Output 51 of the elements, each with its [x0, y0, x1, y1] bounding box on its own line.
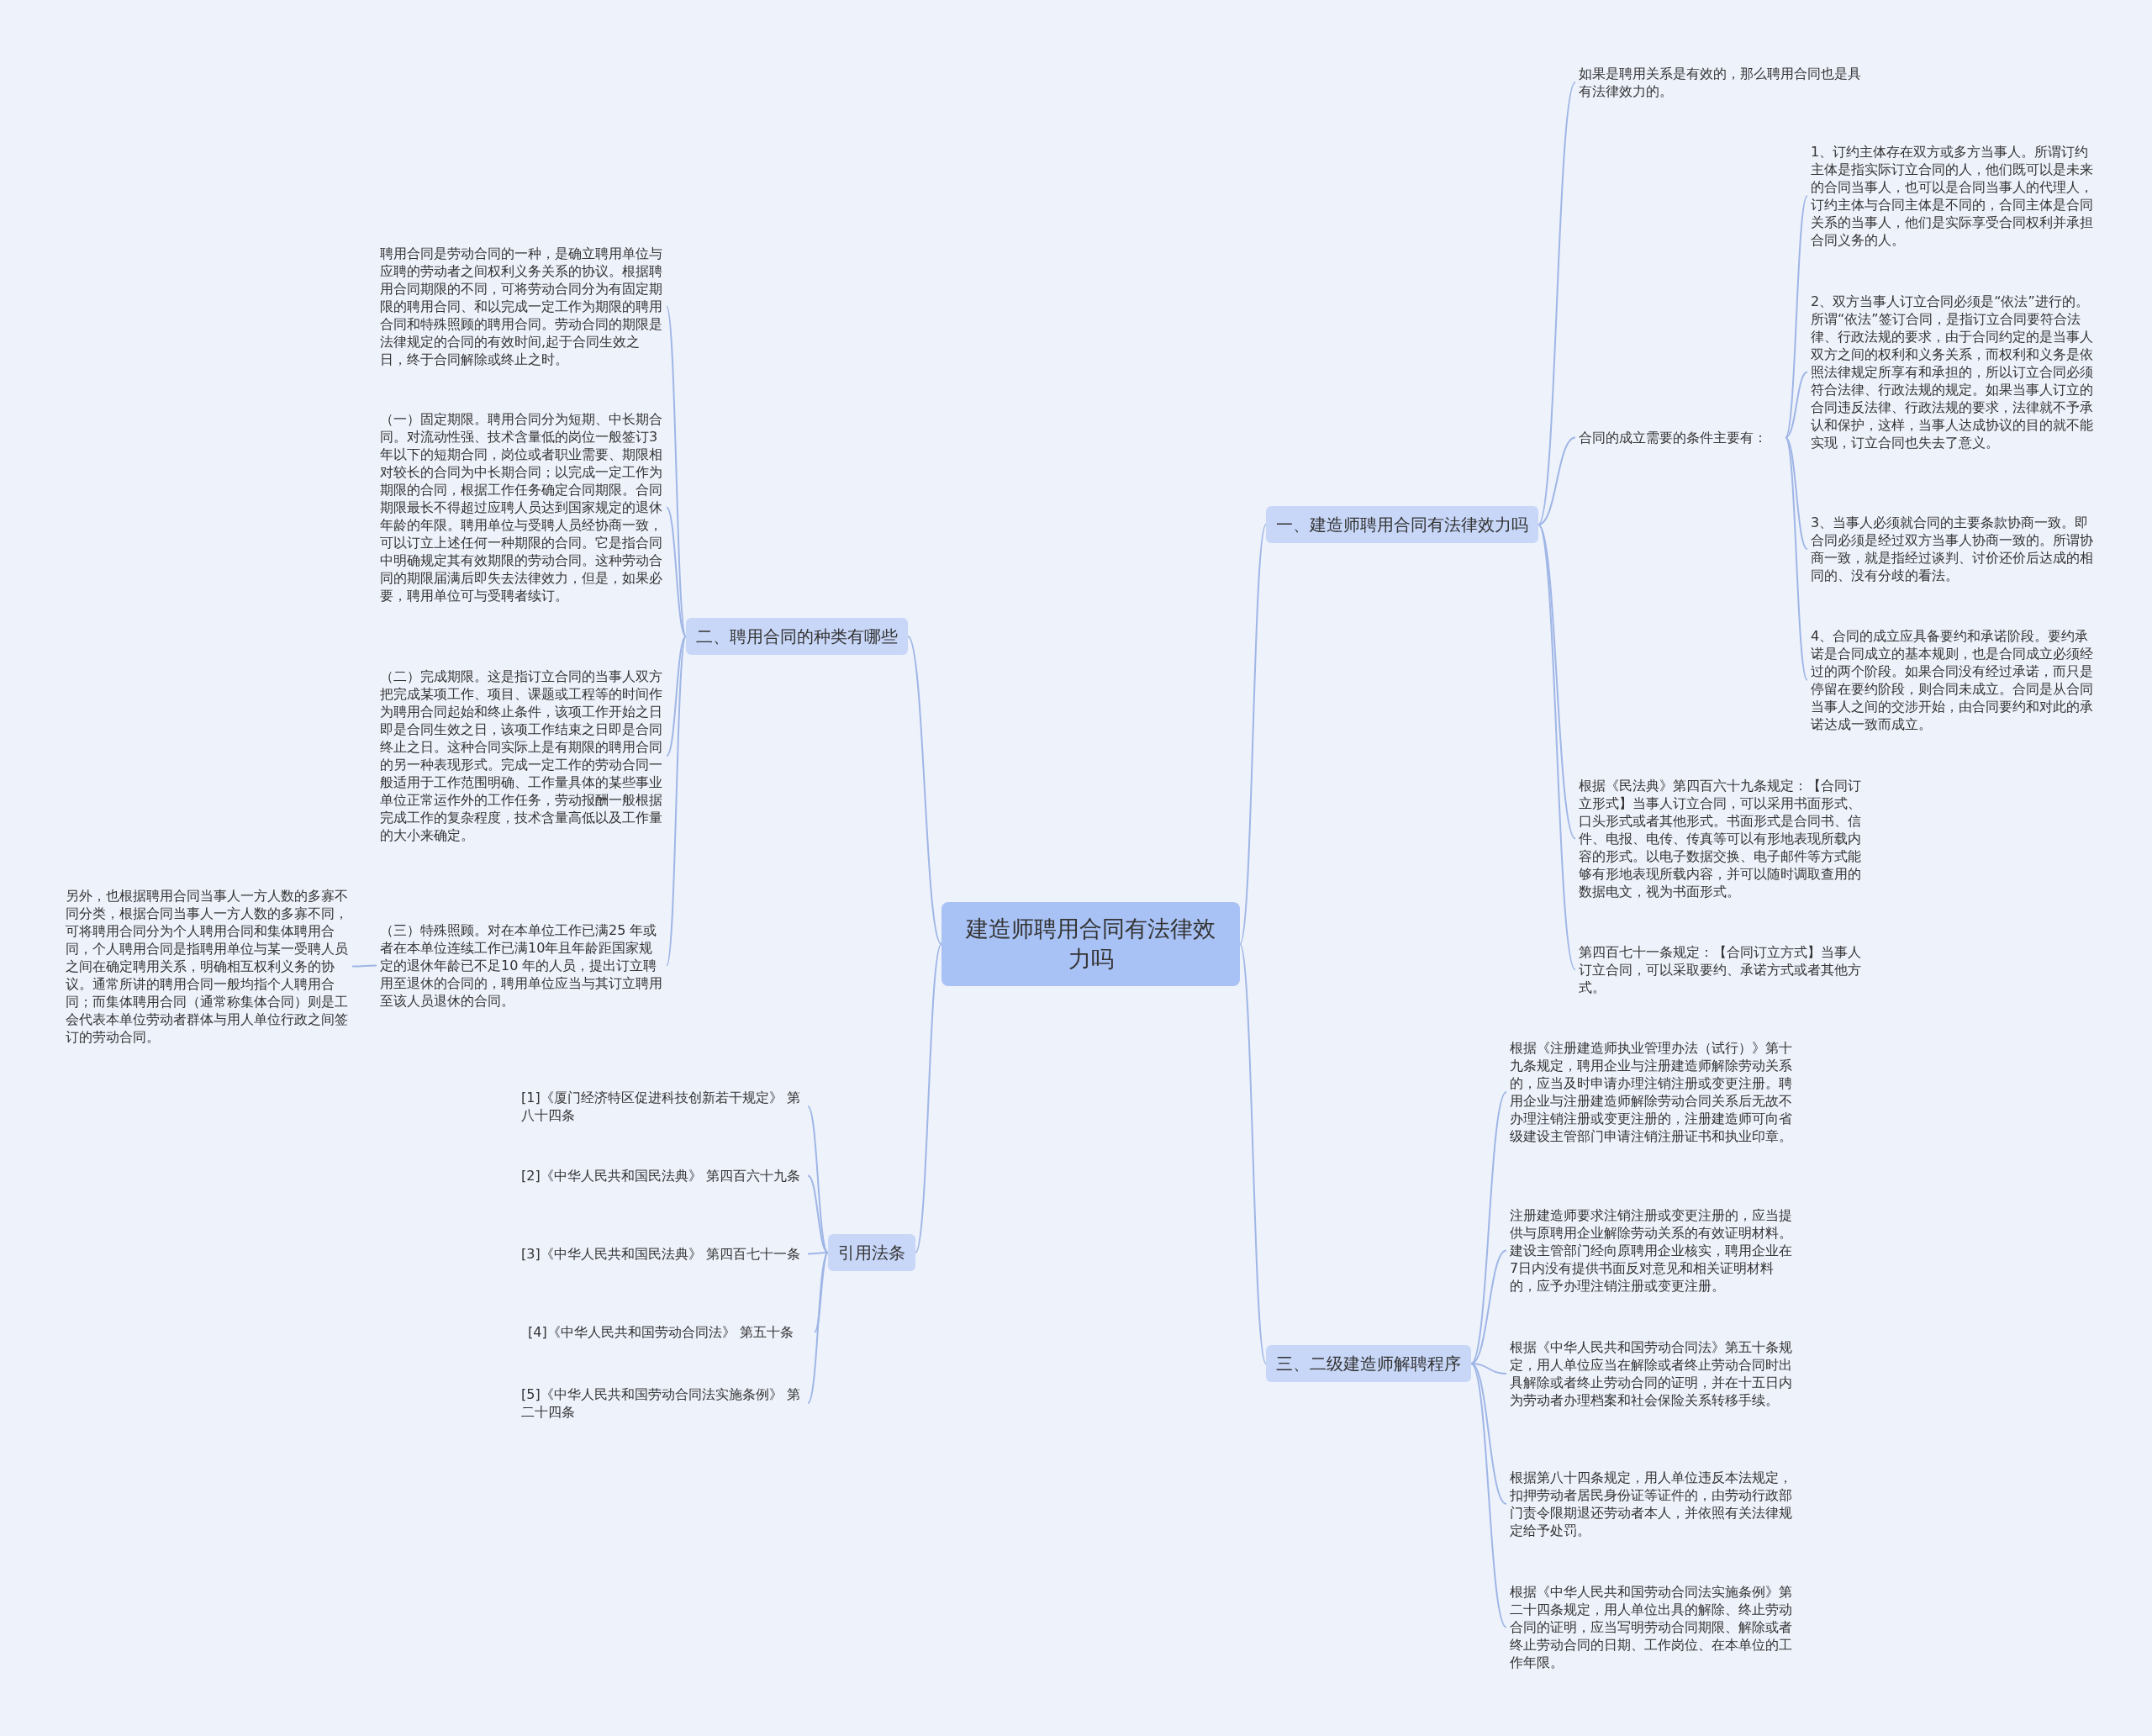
note-text: 根据《注册建造师执业管理办法（试行）》第十九条规定，聘用企业与注册建造师解除劳动关系的，应当及时申请办理注销注册或变更注册。聘用企业与注册建造师解除劳动合同关系后无故不办理注销注册或变更注册的，注册建造师可向省级建设主管部门申请注销注册证书和执业印章。	[1506, 1037, 1796, 1147]
topic-box: 二、聘用合同的种类有哪些	[686, 618, 908, 655]
note-text: [5]《中华人民共和国劳动合同法实施条例》 第二十四条	[518, 1384, 808, 1422]
note-text: 4、合同的成立应具备要约和承诺阶段。要约承诺是合同成立的基本规则，也是合同成立必须经过的两个阶段。如果合同没有经过承诺，而只是停留在要约阶段，则合同未成立。合同是从合同当事人之间的交涉开始，由合同要约和对此的承诺达成一致而成立。	[1807, 625, 2097, 735]
note-text: [2]《中华人民共和国民法典》 第四百六十九条	[518, 1165, 808, 1186]
connector-line	[1538, 436, 1576, 525]
note-text: 另外，也根据聘用合同当事人一方人数的多寡不同分类，根据合同当事人一方人数的多寡不同，可将聘用合同分为个人聘用合同和集体聘用合同，个人聘用合同是指聘用单位与某一受聘人员之间在确定聘用关系，明确相互权利义务的协议。通常所讲的聘用合同一般均指个人聘用合同；而集体聘用合同（通常称集体合同）则是工会代表本单位劳动者群体与用人单位行政之间签订的劳动合同。	[62, 885, 352, 1047]
connector-line	[666, 506, 687, 637]
note-text: [1]《厦门经济特区促进科技创新若干规定》 第八十四条	[518, 1087, 808, 1126]
connector-line	[666, 636, 687, 967]
connector-line	[1785, 195, 1808, 439]
connector-line	[1785, 371, 1808, 439]
connector-line	[1538, 82, 1576, 525]
note-text: （三）特殊照顾。对在本单位工作已满25 年或者在本单位连续工作已满10年且年龄距国家规定的退休年龄已不足10 年的人员，提出订立聘用至退休的合同的，聘用单位应当与其订立聘用至该人员退休的合同。	[377, 920, 667, 1011]
note-text: [4]《中华人民共和国劳动合同法》 第五十条	[525, 1322, 815, 1343]
connector-line	[807, 1174, 829, 1253]
connector-line	[1785, 436, 1808, 550]
connector-line	[1538, 524, 1576, 971]
note-text: 合同的成立需要的条件主要有：	[1575, 427, 1785, 448]
connector-line	[1785, 436, 1808, 681]
topic-box: 三、二级建造师解聘程序	[1266, 1345, 1471, 1382]
connector-line	[807, 1105, 829, 1253]
connector-line	[666, 305, 687, 637]
central-topic: 建造师聘用合同有法律效力吗	[942, 902, 1240, 986]
note-text: 1、订约主体存在双方或多方当事人。所谓订约主体是指实际订立合同的人，他们既可以是未来的合同当事人，也可以是合同当事人的代理人，订约主体与合同主体是不同的，合同主体是合同关系的当事人，他们是实际享受合同权利并承担合同义务的人。	[1807, 141, 2097, 251]
connector-line	[1470, 1091, 1507, 1364]
note-text: 根据《中华人民共和国劳动合同法实施条例》第二十四条规定，用人单位出具的解除、终止劳动合同的证明，应当写明劳动合同期限、解除或者终止劳动合同的日期、工作岗位、在本单位的工作年限。	[1506, 1581, 1796, 1673]
topic-box: 引用法条	[828, 1234, 915, 1271]
connector-line	[907, 636, 942, 945]
connector-line	[1470, 1363, 1507, 1505]
topic-box: 一、建造师聘用合同有法律效力吗	[1266, 506, 1538, 543]
note-text: 根据第八十四条规定，用人单位违反本法规定，扣押劳动者居民身份证等证件的，由劳动行政部门责令限期退还劳动者本人，并依照有关法律规定给予处罚。	[1506, 1467, 1796, 1541]
note-text: （一）固定期限。聘用合同分为短期、中长期合同。对流动性强、技术含量低的岗位一般签订3 年以下的短期合同，岗位或者职业需要、期限相对较长的合同为中长期合同；以完成一定工作为期限的合同，根据工作任务确定合同期限。合同期限最长不得超过应聘人员达到国家规定的退休年龄的年限。聘用单位与受聘人员经协商一致，可以订立上述任何一种期限的合同。它是指合同中明确规定其有效期限的劳动合同。这种劳动合同的期限届满后即失去法律效力，但是，如果必要，聘用单位可与受聘者续订。	[377, 409, 667, 606]
note-text: 2、双方当事人订立合同必须是“依法”进行的。所谓“依法”签订合同，是指订立合同要符合法律、行政法规的要求，由于合同约定的是当事人双方之间的权利和义务关系，而权利和义务是依照法律规定所享有和承担的，所以订立合同必须符合法律、行政法规的规定。如果当事人订立的合同违反法律、行政法规的要求，法律就不予承认和保护，这样，当事人达成协议的目的就不能实现，订立合同也失去了意义。	[1807, 291, 2097, 453]
connector-line	[915, 943, 942, 1253]
connector-line	[351, 964, 377, 968]
connector-line	[1470, 1363, 1507, 1628]
note-text: 注册建造师要求注销注册或变更注册的，应当提供与原聘用企业解除劳动关系的有效证明材料。建设主管部门经向原聘用企业核实，聘用企业在7日内没有提供书面反对意见和相关证明材料的，应予办理注销注册或变更注册。	[1506, 1205, 1796, 1296]
connector-line	[1239, 943, 1267, 1364]
note-text: 3、当事人必须就合同的主要条款协商一致。即合同必须是经过双方当事人协商一致的。所谓协商一致，就是指经过谈判、讨价还价后达成的相同的、没有分歧的看法。	[1807, 512, 2097, 586]
note-text: 根据《民法典》第四百六十九条规定：【合同订立形式】当事人订立合同，可以采用书面形式、口头形式或者其他形式。书面形式是合同书、信件、电报、电传、传真等可以有形地表现所载内容的形式。以电子数据交换、电子邮件等方式能够有形地表现所载内容，并可以随时调取查用的数据电文，视为书面形式。	[1575, 775, 1865, 902]
note-text: （二）完成期限。这是指订立合同的当事人双方把完成某项工作、项目、课题或工程等的时间作为聘用合同起始和终止条件，该项工作开始之日即是合同生效之日，该项工作结束之日即是合同终止之日。这种合同实际上是有期限的聘用合同的另一种表现形式。完成一定工作的劳动合同一般适用于工作范围明确、工作量具体的某些事业单位正常运作外的工作任务，劳动报酬一般根据完成工作的复杂程度，技术含量高低以及工作量的大小来确定。	[377, 666, 667, 846]
note-text: 根据《中华人民共和国劳动合同法》第五十条规定，用人单位应当在解除或者终止劳动合同时出具解除或者终止劳动合同的证明，并在十五日内为劳动者办理档案和社会保险关系转移手续。	[1506, 1337, 1796, 1411]
connector-line	[807, 1252, 829, 1255]
connector-line	[666, 636, 687, 757]
note-text: [3]《中华人民共和国民法典》 第四百七十一条	[518, 1243, 808, 1264]
connector-line	[807, 1252, 829, 1404]
note-text: 第四百七十一条规定：【合同订立方式】当事人订立合同，可以采取要约、承诺方式或者其他方式。	[1575, 942, 1865, 998]
note-text: 聘用合同是劳动合同的一种，是确立聘用单位与应聘的劳动者之间权利义务关系的协议。根据聘用合同期限的不同，可将劳动合同分为有固定期限的聘用合同、和以完成一定工作为期限的聘用合同和特殊照顾的聘用合同。劳动合同的期限是法律规定的合同的有效时间,起于合同生效之日，终于合同解除或终止之时。	[377, 243, 667, 370]
connector-line	[1239, 524, 1267, 945]
note-text: 如果是聘用关系是有效的，那么聘用合同也是具有法律效力的。	[1575, 63, 1865, 102]
